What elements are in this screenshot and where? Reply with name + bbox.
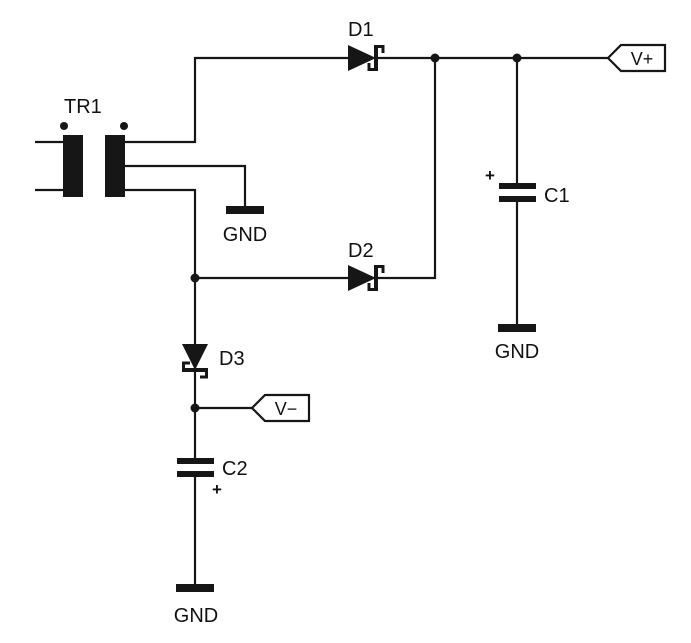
diode-anode-triangle — [348, 45, 376, 71]
capacitor-plate — [177, 471, 214, 477]
diode-anode-triangle — [182, 344, 208, 370]
terminal-flag-icon — [250, 393, 311, 423]
wires — [35, 56, 608, 584]
ground-c1: GND — [495, 324, 539, 363]
phase-dot-icon — [60, 122, 68, 130]
ground-bar-icon — [226, 206, 264, 214]
wire-secondary-top — [125, 56, 348, 144]
diode-d3-label: D3 — [219, 348, 245, 370]
schottky-hook — [376, 45, 385, 53]
transformer-primary-winding — [63, 135, 83, 197]
capacitor-c1-symbol: + C1 — [485, 166, 570, 207]
terminal-vminus-label: V− — [275, 399, 298, 419]
wire-d2-to-rail — [376, 58, 437, 280]
phase-dot-icon — [120, 122, 128, 130]
ground-c2: GND — [174, 584, 218, 627]
junction-dot — [430, 53, 440, 63]
diode-d2-label: D2 — [348, 240, 374, 262]
terminal-flag-icon — [606, 43, 667, 73]
junction-dot — [512, 53, 522, 63]
capacitor-plate — [499, 196, 536, 202]
schottky-hook — [376, 265, 385, 273]
diode-d3-symbol: D3 — [182, 344, 245, 379]
ground-bar-icon — [176, 584, 214, 592]
terminal-vplus-label: V+ — [631, 49, 654, 69]
schottky-hook — [367, 283, 376, 291]
transformer-label: TR1 — [64, 96, 102, 118]
ground-label: GND — [174, 605, 218, 627]
ground-label: GND — [495, 341, 539, 363]
capacitor-c2-label: C2 — [222, 458, 248, 480]
ground-bar-icon — [498, 324, 536, 332]
junction-dot — [190, 403, 200, 413]
diode-d1-label: D1 — [348, 19, 374, 41]
schottky-hook — [200, 370, 208, 379]
ground-label: GND — [223, 224, 267, 246]
diode-d1-symbol: D1 — [348, 19, 385, 71]
schottky-hook — [367, 63, 376, 71]
capacitor-plate — [499, 183, 536, 189]
diode-anode-triangle — [348, 265, 376, 291]
junction-dots — [190, 53, 522, 413]
capacitor-c1-polarity: + — [485, 166, 495, 185]
diode-d2-symbol: D2 — [348, 240, 385, 291]
terminal-vminus: V− — [250, 393, 311, 423]
terminal-vplus: V+ — [606, 43, 667, 73]
transformer-secondary-winding — [105, 135, 125, 197]
capacitor-plate — [177, 458, 214, 464]
transformer-tr1-symbol: TR1 — [60, 96, 128, 197]
wire-secondary-bottom — [125, 188, 197, 278]
schottky-hook — [182, 361, 190, 370]
wire-center-tap — [125, 164, 247, 206]
capacitor-c2-symbol: + C2 — [177, 458, 248, 499]
junction-dot — [190, 273, 200, 283]
capacitor-c2-polarity: + — [212, 480, 222, 499]
ground-center-tap: GND — [223, 206, 267, 246]
capacitor-c1-label: C1 — [544, 185, 570, 207]
